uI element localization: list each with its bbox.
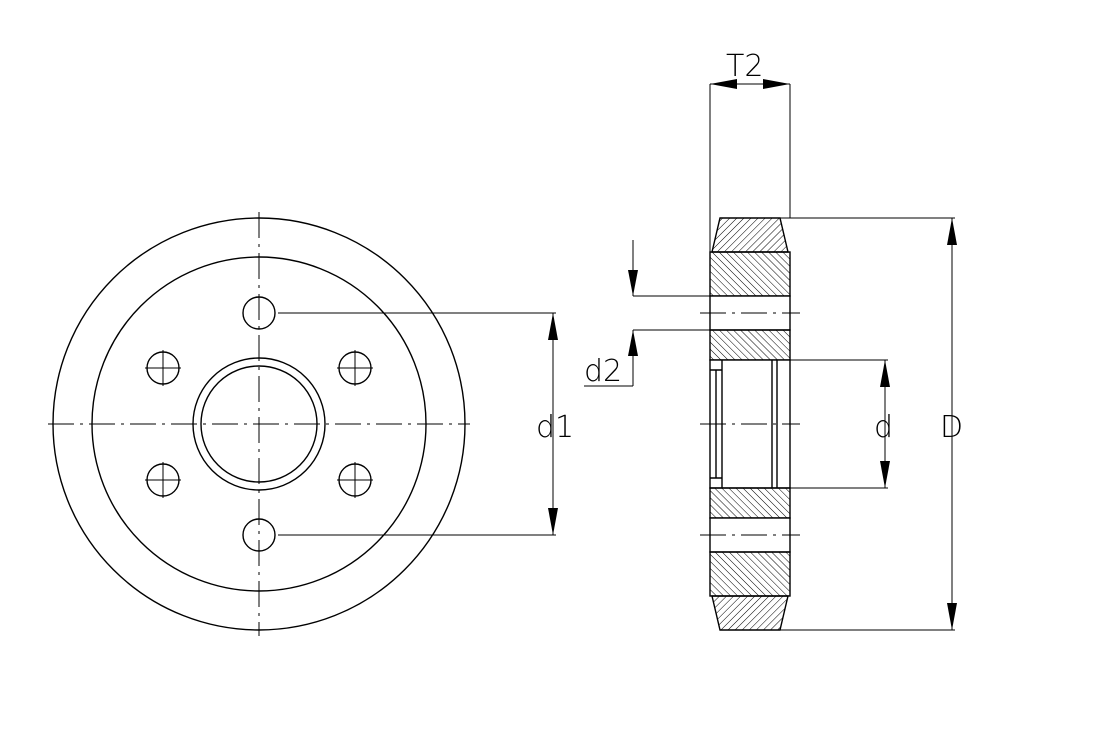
bolt-holes xyxy=(145,296,373,552)
D-dimension xyxy=(780,217,957,631)
d-label: d xyxy=(874,410,893,445)
tyre-bottom-section xyxy=(711,595,789,631)
hub-upper-section xyxy=(709,329,791,361)
d1-label: d1 xyxy=(536,410,574,445)
t2-label: T2 xyxy=(726,49,763,84)
d-dimension xyxy=(777,359,890,489)
hub-bottom-section xyxy=(709,551,791,597)
d1-dimension xyxy=(278,312,558,536)
side-view: T2 d2 d D xyxy=(584,49,963,631)
d2-label: d2 xyxy=(584,354,622,389)
tyre-top-section xyxy=(711,217,789,253)
d2-dimension xyxy=(584,240,710,387)
D-label: D xyxy=(940,410,963,445)
t2-dimension xyxy=(709,79,791,252)
hub-lower-section xyxy=(709,487,791,519)
hub-top-section xyxy=(709,251,791,297)
front-view: d1 xyxy=(48,212,574,636)
